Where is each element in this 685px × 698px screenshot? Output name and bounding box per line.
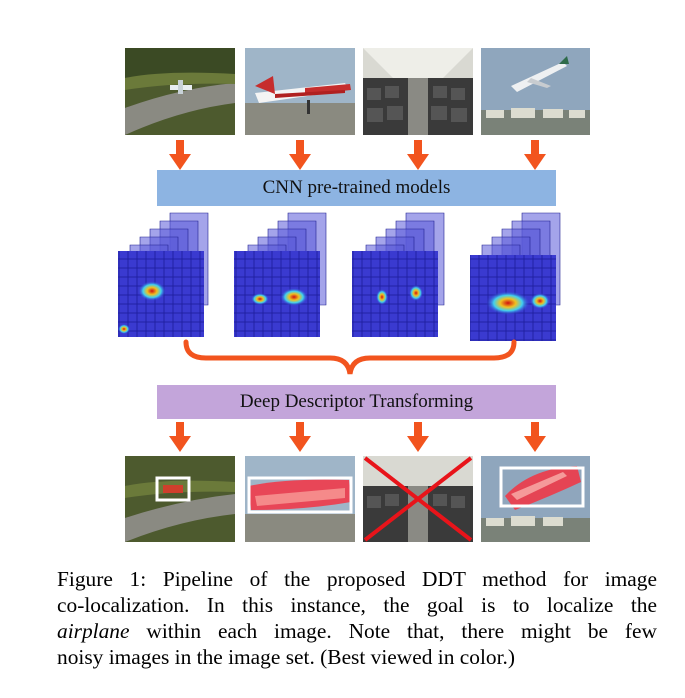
cabin-photo	[363, 48, 473, 135]
propeller-plane-photo	[245, 48, 355, 135]
feature-map-cube-4	[470, 212, 561, 341]
figure-caption: Figure 1: Pipeline of the proposed DDT m…	[57, 566, 657, 670]
localized-runway-plane	[125, 456, 235, 542]
down-arrow-icon	[289, 140, 311, 170]
caption-line-2: co-localization. In this instance, the g…	[57, 593, 657, 617]
feature-map-cube-2	[234, 212, 327, 337]
output-image-4	[481, 456, 590, 542]
airliner-photo	[481, 48, 590, 135]
down-arrow-icon	[289, 422, 311, 452]
down-arrow-icon	[407, 140, 429, 170]
output-image-3	[363, 456, 473, 542]
down-arrow-icon	[524, 140, 546, 170]
down-arrow-icon	[169, 422, 191, 452]
input-image-1	[125, 48, 235, 135]
localized-propeller-plane	[245, 456, 355, 542]
down-arrow-icon	[407, 422, 429, 452]
input-image-4	[481, 48, 590, 135]
caption-label: Figure 1:	[57, 567, 147, 591]
input-image-3	[363, 48, 473, 135]
caption-line-1: Figure 1: Pipeline of the proposed DDT m…	[57, 566, 657, 592]
pipeline-figure: CNN pre-trained models	[118, 48, 590, 542]
localized-airliner	[481, 456, 590, 542]
input-image-2	[245, 48, 355, 135]
cnn-stage-banner: CNN pre-trained models	[157, 170, 556, 206]
caption-emphasis: airplane	[57, 619, 130, 643]
feature-map-cube-1	[118, 212, 209, 337]
curly-brace-icon	[183, 339, 517, 375]
cnn-stage-label: CNN pre-trained models	[262, 177, 451, 198]
caption-line-4: noisy images in the image set. (Best vie…	[57, 645, 516, 669]
feature-maps	[118, 212, 561, 341]
runway-plane-photo	[125, 48, 235, 135]
down-arrow-icon	[169, 140, 191, 170]
caption-line-3-text: within each image. Note that, there migh…	[129, 619, 657, 643]
caption-line-1-text: Pipeline of the proposed DDT method for …	[146, 567, 657, 591]
rejected-cabin-image	[363, 456, 473, 542]
output-image-1	[125, 456, 235, 542]
ddt-stage-label: Deep Descriptor Transforming	[239, 391, 474, 412]
down-arrow-icon	[524, 422, 546, 452]
ddt-stage-banner: Deep Descriptor Transforming	[157, 385, 556, 419]
output-image-2	[245, 456, 355, 542]
caption-line-3: airplane within each image. Note that, t…	[57, 618, 657, 644]
feature-map-cube-3	[352, 212, 445, 337]
